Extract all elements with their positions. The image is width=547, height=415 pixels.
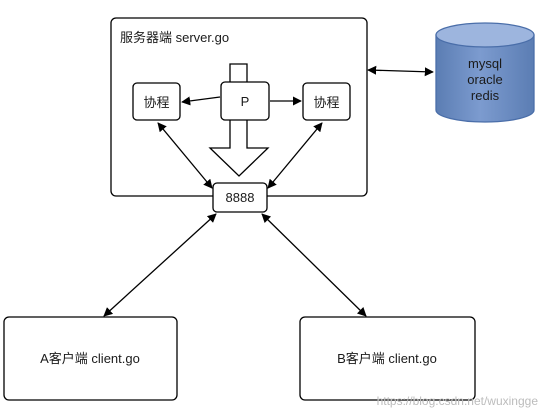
- client-b-box: B客户端 client.go: [299, 316, 476, 401]
- port-label: 8888: [226, 190, 255, 205]
- process-label: P: [241, 94, 250, 109]
- arrow-right-coroutine-port: [267, 122, 323, 189]
- arrow-p-to-left-coroutine: [181, 96, 221, 106]
- database-cylinder: mysql oracle redis: [435, 22, 535, 123]
- coroutine-right-label: 协程: [313, 95, 339, 110]
- coroutine-right-node: 协程: [302, 82, 351, 121]
- arrow-left-coroutine-port: [157, 122, 213, 189]
- client-b-label: B客户端 client.go: [337, 351, 437, 366]
- arrow-port-client-a: [103, 213, 217, 317]
- watermark: https://blog.csdn.net/wuxingge: [377, 394, 539, 408]
- arrow-server-database: [367, 65, 434, 77]
- db-line-redis: redis: [471, 88, 500, 103]
- client-a-box: A客户端 client.go: [3, 316, 178, 401]
- coroutine-left-label: 协程: [143, 95, 169, 110]
- db-line-oracle: oracle: [467, 72, 502, 87]
- client-a-label: A客户端 client.go: [40, 351, 140, 366]
- db-line-mysql: mysql: [468, 56, 502, 71]
- process-node: P: [220, 81, 270, 121]
- arrow-port-client-b: [261, 213, 367, 317]
- coroutine-left-node: 协程: [132, 82, 181, 121]
- port-node: 8888: [212, 182, 268, 213]
- server-title: 服务器端 server.go: [120, 30, 229, 45]
